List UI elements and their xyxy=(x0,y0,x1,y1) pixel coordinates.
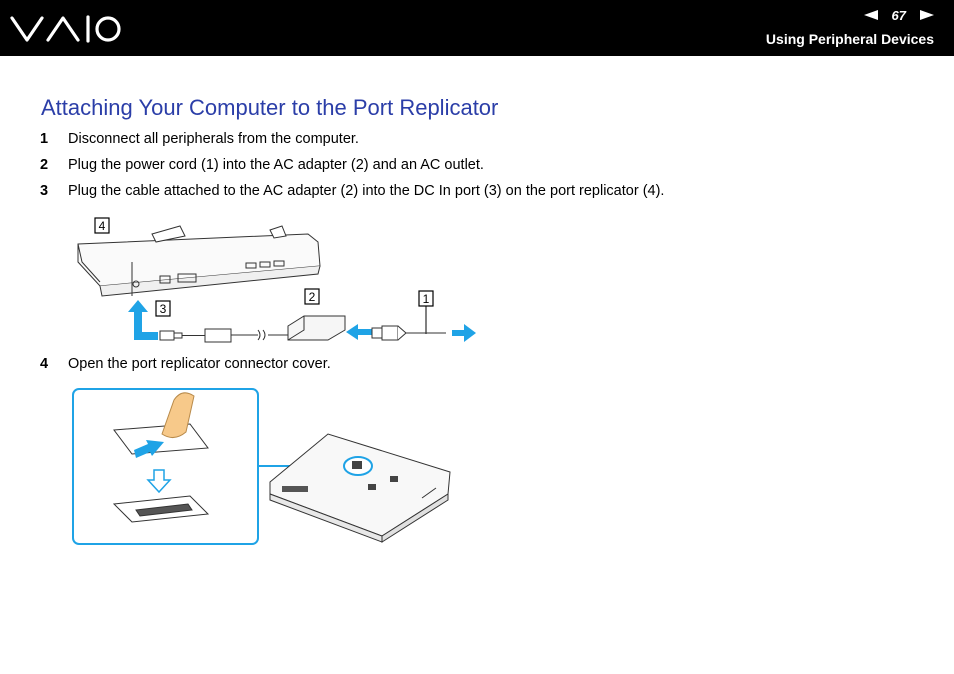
callout-1: 1 xyxy=(418,290,434,307)
section-title: Using Peripheral Devices xyxy=(765,31,934,47)
up-arrow-icon xyxy=(128,300,148,336)
previous-page-icon[interactable] xyxy=(863,10,878,20)
callout-3: 3 xyxy=(155,300,171,317)
step-number: 4 xyxy=(40,356,49,372)
step-text: Plug the power cord (1) into the AC adap… xyxy=(68,157,484,173)
step-number: 2 xyxy=(40,157,49,173)
svg-text:2: 2 xyxy=(309,290,316,304)
port-replicator-figure: 4 3 2 1 xyxy=(60,212,490,357)
down-arrow-icon xyxy=(146,469,172,494)
port-replicator-illustration xyxy=(77,225,321,297)
callout-2: 2 xyxy=(304,288,320,305)
next-page-icon[interactable] xyxy=(920,10,934,20)
right-arrow-icon xyxy=(452,324,476,342)
step-text: Plug the cable attached to the AC adapte… xyxy=(68,183,665,199)
step-text: Disconnect all peripherals from the comp… xyxy=(68,131,359,147)
slide-arrow-icon xyxy=(134,440,164,458)
vaio-logo xyxy=(8,10,123,51)
page-navigation: 67 xyxy=(863,6,934,24)
left-arrow-icon xyxy=(346,324,372,340)
detail-callout-frame xyxy=(72,388,259,545)
step-number: 1 xyxy=(40,131,49,147)
step-text: Open the port replicator connector cover… xyxy=(68,356,331,372)
svg-text:1: 1 xyxy=(423,292,430,306)
callout-4: 4 xyxy=(94,217,110,234)
connector-cover-figure xyxy=(70,386,470,561)
page-header: 67 Using Peripheral Devices xyxy=(0,0,954,56)
svg-text:4: 4 xyxy=(99,219,106,233)
page-title: Attaching Your Computer to the Port Repl… xyxy=(41,95,499,120)
svg-text:3: 3 xyxy=(160,302,167,316)
page-number: 67 xyxy=(891,7,906,23)
step-number: 3 xyxy=(40,183,49,199)
